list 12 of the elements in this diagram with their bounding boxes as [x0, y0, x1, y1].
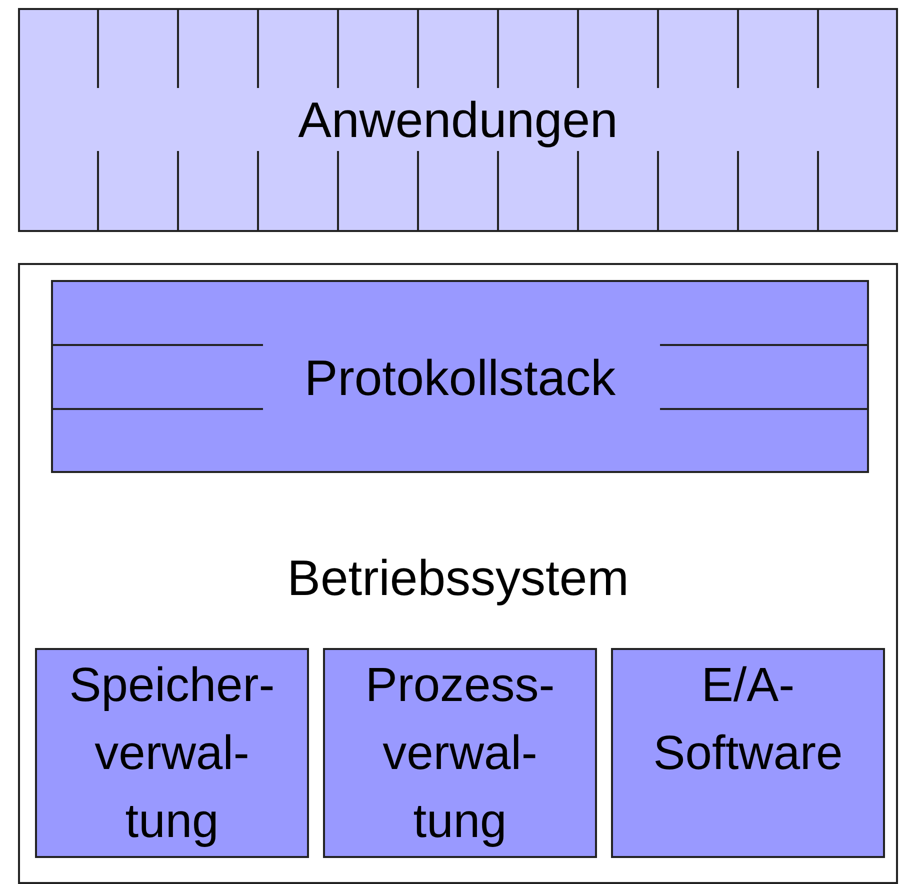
module-box	[35, 648, 309, 858]
module-box	[611, 648, 885, 858]
layer-label: Betriebssystem	[286, 549, 630, 608]
module-box	[323, 648, 597, 858]
layer-label: Prozess- verwal- tung	[364, 658, 556, 850]
layer-label: Protokollstack	[303, 349, 617, 408]
protocol-stack-box	[51, 280, 869, 473]
layer-label: Anwendungen	[297, 91, 619, 150]
layer-label: Speicher- verwal- tung	[68, 658, 276, 850]
layer-label: E/A- Software	[652, 658, 844, 782]
application-layer-box	[18, 8, 898, 232]
os-frame	[18, 263, 898, 884]
